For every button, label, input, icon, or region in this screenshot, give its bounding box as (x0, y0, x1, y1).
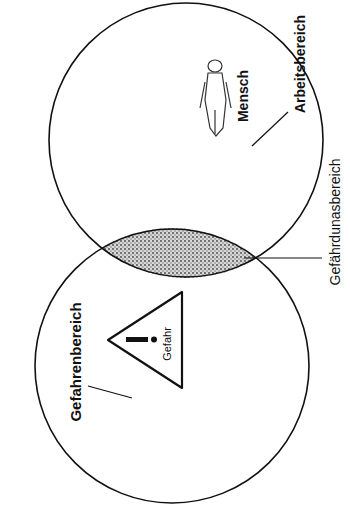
hazard-overlap (34, 228, 310, 504)
symbol-label: Gefahr (162, 327, 173, 361)
danger-area-circle: Gefahrenbereich Gefahr (34, 228, 310, 504)
area-label: Gefährdunasbereich (328, 159, 342, 286)
person-figure (200, 60, 231, 136)
area-label: Arbeitsbereich (293, 15, 307, 113)
area-label: Gefahrenbereich (68, 302, 83, 421)
work-area-circle-outline (48, 2, 324, 278)
person-label: Mensch (236, 70, 250, 122)
work-area-circle: Mensch Arbeitsbereich (48, 2, 324, 278)
warning-triangle: Gefahr (106, 290, 186, 390)
warning-triangle-outline (106, 290, 186, 390)
leader-lines (88, 112, 322, 398)
circle-outline (35, 229, 309, 503)
circle-outline (49, 3, 323, 277)
exclamation-symbol (126, 337, 157, 343)
triangle-outline (108, 292, 182, 388)
